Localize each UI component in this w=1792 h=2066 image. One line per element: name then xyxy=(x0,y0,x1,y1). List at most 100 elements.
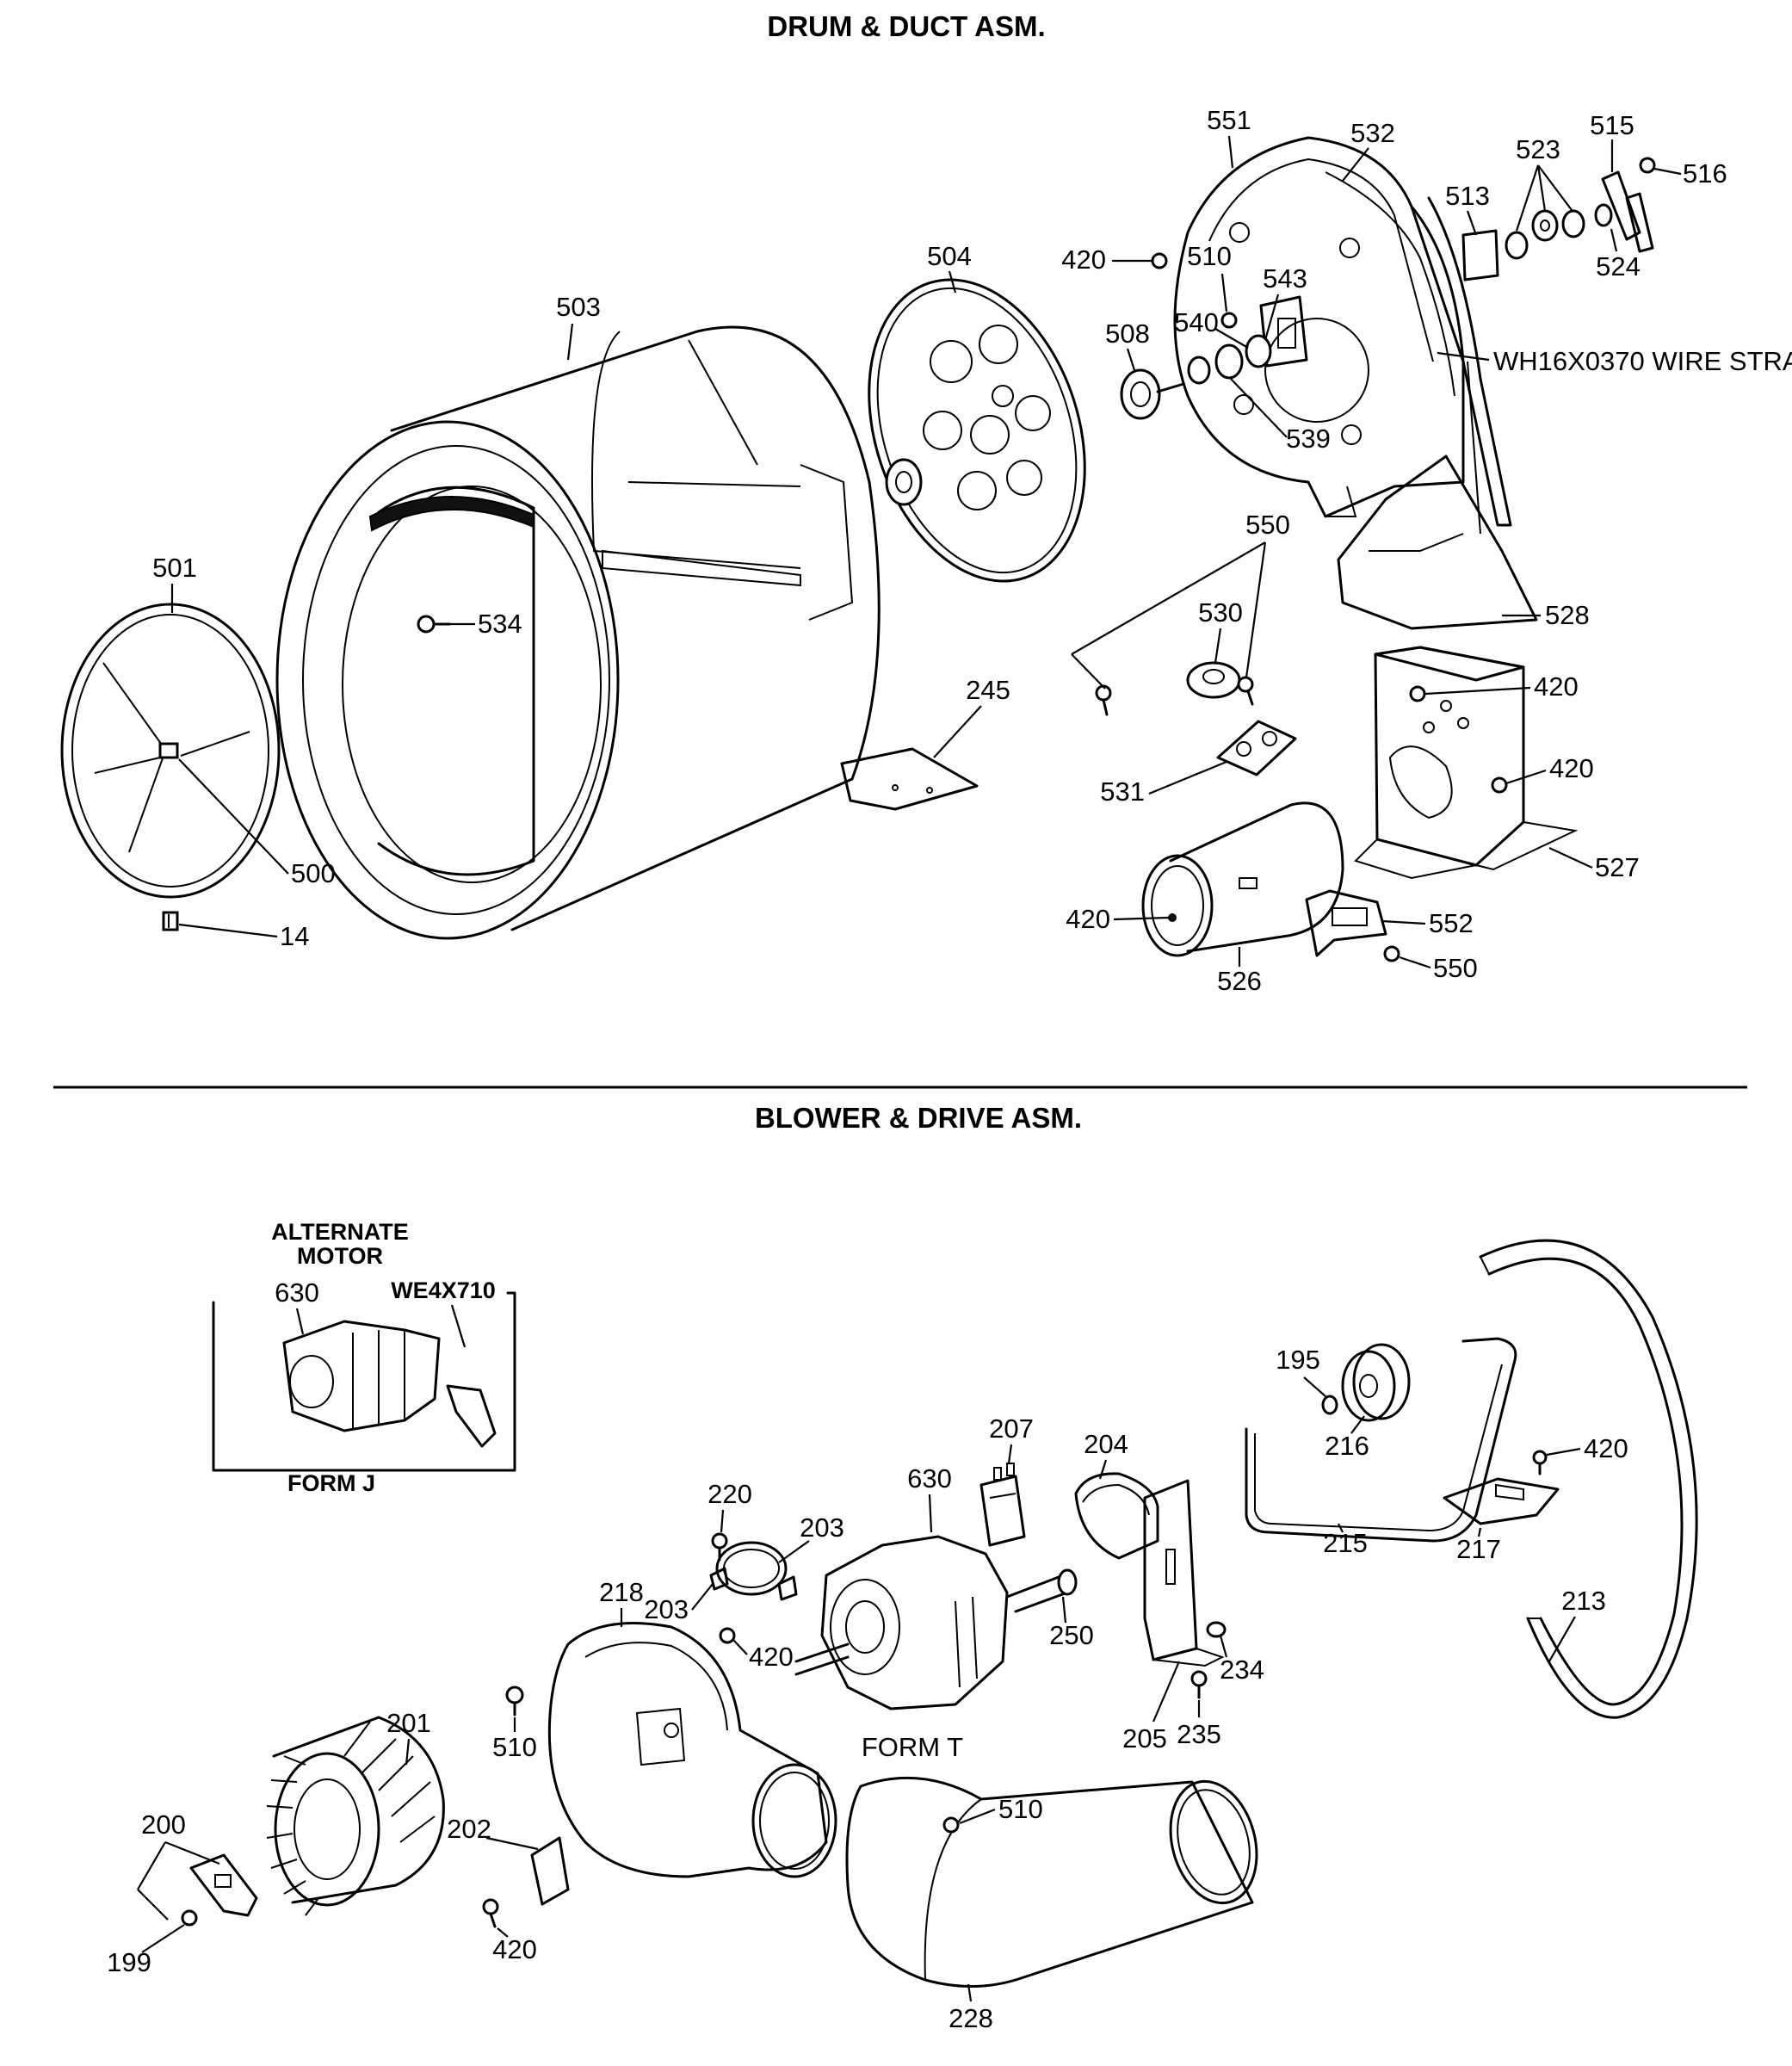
sheet-245 xyxy=(840,747,979,811)
screw-550-terminal xyxy=(1383,945,1400,962)
screw-420-clamp xyxy=(719,1627,736,1644)
label-550-top: 550 xyxy=(1245,510,1290,540)
label-200: 200 xyxy=(141,1809,186,1840)
alternate-motor-title-1: ALTERNATE xyxy=(271,1219,408,1245)
screw-220 xyxy=(711,1532,728,1562)
screw-510-duct xyxy=(942,1816,960,1834)
blower-wheel-201 xyxy=(266,1716,445,1916)
label-235: 235 xyxy=(1177,1719,1221,1749)
label-201: 201 xyxy=(386,1708,431,1738)
alternate-motor-box: ALTERNATE MOTOR 630 WE4X710 FORM J xyxy=(212,1219,516,1496)
motor-630 xyxy=(794,1535,1078,1710)
label-250: 250 xyxy=(1049,1620,1094,1650)
label-530: 530 xyxy=(1198,597,1243,628)
label-504: 504 xyxy=(927,241,972,271)
plate-513 xyxy=(1461,229,1499,281)
nut-516 xyxy=(1639,157,1656,174)
label-202: 202 xyxy=(447,1814,491,1844)
clip-202 xyxy=(530,1836,570,1906)
label-501: 501 xyxy=(152,553,197,583)
label-wire-strap: WH16X0370 WIRE STRAP xyxy=(1493,346,1792,376)
drum-duct-title: DRUM & DUCT ASM. xyxy=(767,10,1045,42)
drum-callouts: 551 532 515 523 516 513 524 504 420 510 … xyxy=(152,105,1792,996)
label-500: 500 xyxy=(291,858,336,888)
label-531: 531 xyxy=(1100,776,1145,807)
drum-front-seal-501 xyxy=(60,603,281,899)
label-195: 195 xyxy=(1276,1345,1320,1375)
exhaust-duct-228 xyxy=(845,1776,1258,1988)
label-510-duct: 510 xyxy=(998,1794,1043,1824)
label-203-left: 203 xyxy=(644,1594,689,1624)
label-213: 213 xyxy=(1561,1586,1606,1616)
label-528: 528 xyxy=(1545,600,1590,630)
thermostat-530 xyxy=(1186,661,1241,699)
label-14: 14 xyxy=(280,921,309,951)
drum-rear-panel-504 xyxy=(868,278,1086,583)
label-503: 503 xyxy=(556,292,601,322)
label-420-housing-side: 420 xyxy=(1549,753,1594,783)
label-217: 217 xyxy=(1456,1534,1501,1564)
washers-523 xyxy=(1505,209,1585,260)
idler-pulley-216 xyxy=(1341,1343,1411,1422)
label-551: 551 xyxy=(1207,105,1251,135)
label-539: 539 xyxy=(1286,424,1331,454)
washer-195 xyxy=(1321,1395,1338,1415)
drum-baffle-screw-534 xyxy=(417,615,451,634)
screw-420-housing-top xyxy=(1409,685,1426,702)
label-515: 515 xyxy=(1590,110,1634,140)
label-513: 513 xyxy=(1445,181,1490,211)
label-523: 523 xyxy=(1516,134,1560,164)
label-550-terminal: 550 xyxy=(1433,953,1478,983)
drum-slide-14 xyxy=(162,911,179,931)
nut-234 xyxy=(1206,1621,1227,1638)
drum-503 xyxy=(275,325,881,940)
alternate-motor-title-2: MOTOR xyxy=(297,1243,383,1269)
label-420-clip: 420 xyxy=(492,1934,537,1964)
label-218: 218 xyxy=(599,1577,644,1607)
label-420-clamp: 420 xyxy=(749,1642,794,1672)
label-540: 540 xyxy=(1174,307,1219,337)
label-207: 207 xyxy=(989,1413,1034,1444)
duct-528 xyxy=(1337,455,1538,630)
label-203-right: 203 xyxy=(800,1512,844,1543)
alternate-motor-form: FORM J xyxy=(287,1470,375,1496)
terminal-block-552 xyxy=(1305,889,1387,957)
label-204: 204 xyxy=(1084,1429,1128,1459)
label-420-housing-top: 420 xyxy=(1534,671,1579,702)
label-228: 228 xyxy=(949,2003,993,2033)
screw-235 xyxy=(1190,1670,1208,1699)
label-532: 532 xyxy=(1350,118,1395,148)
screw-510-housing xyxy=(505,1686,524,1717)
screw-420-clip xyxy=(482,1898,499,1928)
idler-spring-215 xyxy=(1245,1337,1517,1543)
label-420-heater: 420 xyxy=(1066,904,1110,934)
label-510-housing: 510 xyxy=(492,1732,537,1762)
label-245: 245 xyxy=(966,675,1010,705)
blower-drive-title: BLOWER & DRIVE ASM. xyxy=(755,1102,1082,1134)
label-215: 215 xyxy=(1323,1528,1368,1558)
screw-550-drum-left xyxy=(1095,684,1112,716)
label-420-top: 420 xyxy=(1061,244,1106,275)
label-543: 543 xyxy=(1263,263,1307,294)
label-216: 216 xyxy=(1325,1431,1369,1461)
screw-510-top xyxy=(1220,312,1238,329)
screw-199 xyxy=(181,1909,198,1927)
label-510: 510 xyxy=(1187,241,1232,271)
screw-420-bracket xyxy=(1532,1450,1548,1475)
bulkhead-duct-532 xyxy=(1410,196,1512,535)
blower-callouts: 195 207 204 216 420 630 220 215 217 203 … xyxy=(107,1345,1628,2033)
alternate-motor-kit: WE4X710 xyxy=(391,1277,496,1303)
label-527: 527 xyxy=(1595,852,1640,882)
idler-bracket-217 xyxy=(1443,1477,1560,1525)
label-205: 205 xyxy=(1122,1723,1167,1754)
bracket-531 xyxy=(1216,720,1297,776)
idler-515 xyxy=(1601,170,1654,253)
label-234: 234 xyxy=(1220,1655,1264,1685)
label-508: 508 xyxy=(1105,319,1150,349)
bracket-200 xyxy=(189,1853,258,1917)
label-420-bracket: 420 xyxy=(1584,1433,1628,1463)
screw-420-top xyxy=(1151,252,1168,269)
label-524: 524 xyxy=(1596,251,1641,281)
washer-539 xyxy=(1187,343,1244,385)
